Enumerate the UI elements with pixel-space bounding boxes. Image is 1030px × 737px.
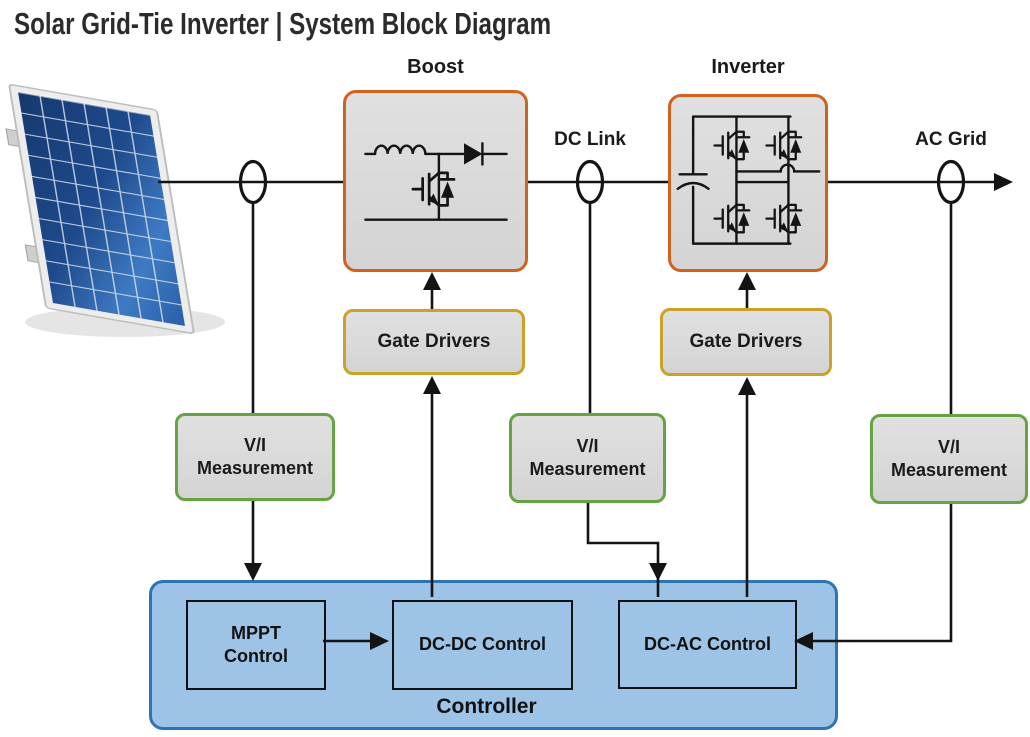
mppt-control-box: MPPT Control: [186, 600, 326, 690]
vi-label-line2: Measurement: [890, 460, 1008, 480]
solar-panel-image: [5, 84, 225, 337]
vi-measurement-dclink-block: V/I Measurement: [509, 413, 666, 503]
vi-label-line1: V/I: [937, 436, 960, 457]
ac-grid-arrowhead: [994, 173, 1013, 191]
ac-grid-measurement-node: [936, 159, 966, 205]
vi-label-line2: Measurement: [529, 459, 646, 479]
gate-drivers-label: Gate Drivers: [377, 331, 491, 352]
inverter-block: [668, 94, 828, 272]
vi-label-line1: V/I: [576, 435, 599, 456]
arrowhead: [244, 563, 262, 581]
dcac-control-box: DC-AC Control: [618, 600, 797, 689]
dcdc-control-box: DC-DC Control: [392, 600, 573, 690]
vi-measurement-pv-block: V/I Measurement: [175, 413, 335, 501]
page-title: Solar Grid-Tie Inverter | System Block D…: [14, 6, 552, 41]
arrowhead: [423, 272, 441, 290]
arrowhead: [423, 376, 441, 394]
controller-label: Controller: [436, 695, 537, 718]
arrowhead: [649, 563, 667, 581]
inverter-circuit-schematic: [676, 115, 821, 245]
inverter-label: Inverter: [711, 56, 785, 78]
ac-grid-label: AC Grid: [915, 129, 987, 150]
dc-link-label: DC Link: [554, 129, 626, 150]
mppt-label-line1: MPPT: [230, 622, 281, 643]
controller-block: MPPT Control DC-DC Control DC-AC Control…: [149, 580, 838, 730]
arrowhead: [738, 272, 756, 290]
vi-label-line1: V/I: [243, 434, 266, 455]
boost-block: [343, 90, 528, 272]
gate-drivers-boost-block: Gate Drivers: [343, 309, 525, 375]
dc-link-measurement-node: [575, 159, 605, 205]
dcac-control-label: DC-AC Control: [644, 633, 771, 654]
mppt-label-line2: Control: [224, 646, 288, 666]
vi-label-line2: Measurement: [196, 458, 314, 478]
arrowhead: [738, 377, 756, 395]
dcdc-control-label: DC-DC Control: [419, 634, 546, 655]
gate-drivers-inverter-block: Gate Drivers: [660, 308, 832, 376]
boost-circuit-schematic: [364, 142, 508, 221]
vi-measurement-acgrid-block: V/I Measurement: [870, 414, 1028, 504]
boost-label: Boost: [407, 56, 464, 78]
gate-drivers-label: Gate Drivers: [689, 331, 803, 352]
